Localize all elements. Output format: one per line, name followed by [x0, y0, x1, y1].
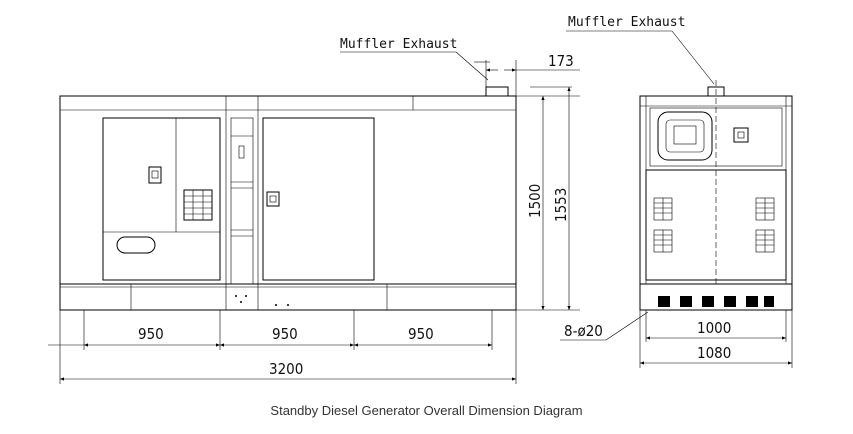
main-door [262, 117, 375, 281]
height-dimensions: 1500 1553 [508, 86, 580, 311]
main-door-lock [266, 191, 280, 207]
front-base-skid [59, 283, 517, 311]
side-vent-grid-1 [653, 197, 673, 221]
side-vent-grid-2 [653, 229, 673, 253]
fork-slot [764, 296, 774, 307]
side-view [639, 80, 793, 311]
muffler-front-label: Muffler Exhaust [340, 37, 457, 52]
muffler-side-callout: Muffler Exhaust [566, 15, 715, 85]
dim-base-span-3: 950 [408, 325, 434, 343]
middle-column [230, 117, 254, 285]
base-dimensions: 950 950 950 3200 [48, 310, 517, 384]
holes-label: 8-ø20 [564, 322, 603, 340]
side-lock [733, 127, 749, 143]
dim-muffler-offset: 173 [548, 52, 574, 70]
fork-slot [680, 296, 692, 307]
fork-slot [658, 296, 670, 307]
front-view [59, 86, 517, 311]
side-exhaust-stub [707, 86, 725, 97]
control-lock [148, 166, 162, 184]
front-exhaust-stub [485, 86, 509, 97]
radiator-panel [657, 111, 713, 161]
fork-slot [746, 296, 758, 307]
control-door [102, 117, 221, 281]
dim-width-inner: 1000 [697, 319, 731, 337]
muffler-front-callout: Muffler Exhaust 173 [340, 37, 580, 96]
dim-height-total: 1553 [552, 188, 570, 222]
front-enclosure-outline [59, 95, 517, 285]
side-vent-grid-4 [755, 229, 775, 253]
dim-width-total: 1080 [697, 344, 731, 362]
side-vent-grid-3 [755, 197, 775, 221]
side-door [645, 169, 787, 281]
fork-slot [724, 296, 736, 307]
dim-base-span-2: 950 [272, 325, 298, 343]
dim-length-total: 3200 [269, 360, 303, 378]
side-dimensions: 1000 1080 8-ø20 [560, 310, 793, 368]
dim-height-body: 1500 [526, 184, 544, 218]
dim-base-span-1: 950 [138, 325, 164, 343]
muffler-side-label: Muffler Exhaust [568, 15, 685, 30]
access-handle [116, 236, 156, 254]
diagram-caption: Standby Diesel Generator Overall Dimensi… [270, 403, 583, 418]
fork-slot [702, 296, 714, 307]
side-base-skid [639, 283, 793, 311]
control-vent-grid [183, 189, 213, 221]
